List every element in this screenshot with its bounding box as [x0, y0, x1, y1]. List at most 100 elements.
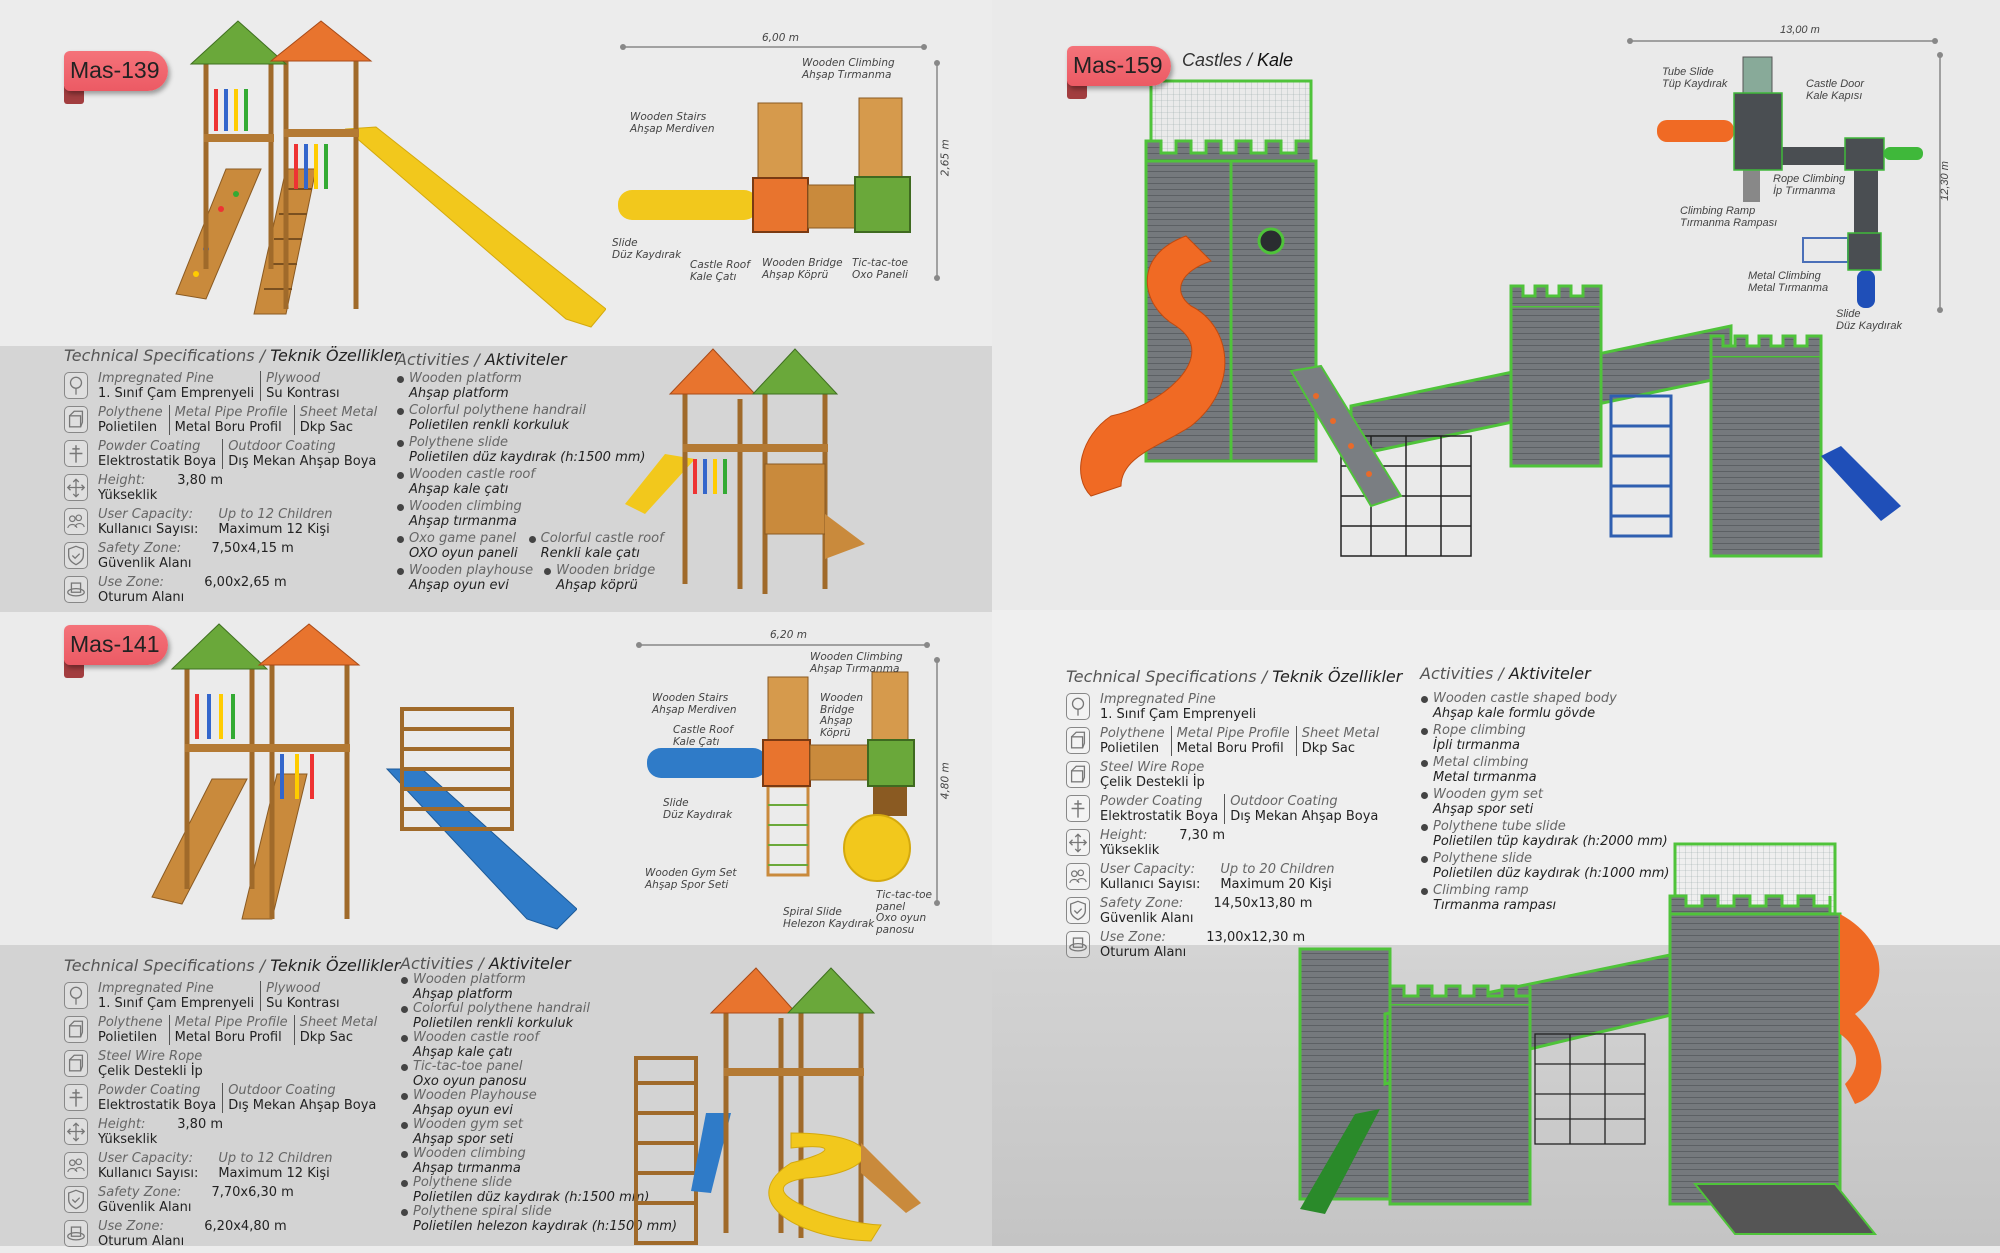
spec-column: User Capacity:Kullanıcı Sayısı: [98, 507, 204, 537]
activities-title-en: Activities / [400, 954, 489, 973]
spec-title-tr: Teknik Özellikler [270, 956, 401, 975]
activities-title-tr: Aktiviteler [488, 954, 571, 973]
spec-label-en: 7,70x6,30 m [211, 1185, 294, 1200]
spec-label-en: Polythene [1100, 726, 1165, 741]
spec-label-en: Up to 20 Children [1220, 862, 1335, 877]
activity-en: Tic-tac-toe panel [413, 1059, 523, 1074]
diagram-label: Wooden Climbing Ahşap Tırmanma [802, 57, 895, 81]
spec-title: Technical Specifications / Teknik Özelli… [1066, 667, 1402, 686]
users-icon [1066, 863, 1090, 890]
spec-title-tr: Teknik Özellikler [1272, 667, 1403, 686]
activity-en: Oxo game panel [409, 531, 517, 546]
users-icon [64, 1152, 88, 1179]
dimension-depth: 12,30 m [1938, 161, 1951, 201]
spec-label-en: User Capacity: [98, 507, 193, 522]
spec-label-tr: Maximum 12 Kişi [218, 522, 330, 537]
diagram-label: Castle Roof Kale Çatı [690, 259, 750, 283]
activity-en: Polythene spiral slide [413, 1204, 552, 1219]
activity-tr: Ahşap köprü [556, 577, 638, 593]
paint-icon [64, 1084, 88, 1111]
diagram-label: Slide Düz Kaydırak [612, 237, 682, 261]
paint-icon [64, 440, 88, 467]
spec-label-en: Steel Wire Rope [98, 1049, 203, 1064]
activity-en: Metal climbing [1433, 755, 1529, 770]
spec-label-en: Polythene [98, 1015, 163, 1030]
spec-label-tr: Kullanıcı Sayısı: [1100, 877, 1201, 892]
diagram-label: Tube Slide Tüp Kaydırak [1662, 66, 1728, 90]
spec-label-tr: Çelik Destekli İp [1100, 775, 1205, 790]
activity-en: Wooden playhouse [409, 563, 534, 578]
users-icon [64, 508, 88, 535]
activity-tr: Polietilen helezon kaydırak (h:1500 mm) [413, 1218, 678, 1234]
activities-title-tr: Aktiviteler [1508, 664, 1591, 683]
spec-label-en: 3,80 m [177, 1117, 224, 1132]
activity-en: Wooden castle roof [413, 1030, 539, 1045]
spec-column: Use Zone:Oturum Alanı [1100, 930, 1192, 960]
spec-label-en: 14,50x13,80 m [1213, 896, 1313, 911]
activity-tr: Polietilen renkli korkuluk [409, 417, 570, 433]
top-view-diagram-mas159: 13,00 m 12,30 m Tube Slide Tüp Kaydırak … [1620, 20, 1960, 340]
spec-label-en: Safety Zone: [1100, 896, 1184, 911]
top-view-diagram-mas139: 6,00 m 2,65 m Wooden Climbing Ahşap Tırm… [612, 32, 952, 292]
activity-en: Wooden climbing [413, 1146, 526, 1161]
spec-label-tr: Oturum Alanı [1100, 945, 1187, 960]
activity-tr: Oxo oyun panosu [413, 1073, 527, 1089]
spec-column: 14,50x13,80 m [1213, 896, 1318, 911]
spec-column: 6,00x2,65 m [204, 575, 292, 590]
spec-label-en: User Capacity: [1100, 862, 1195, 877]
activity-tr: OXO oyun paneli [409, 545, 518, 561]
activity-en: Polythene slide [1433, 851, 1533, 866]
diagram-label: Wooden Climbing Ahşap Tırmanma [810, 651, 903, 675]
spec-column: Use Zone:Oturum Alanı [98, 1219, 190, 1249]
product-category: Castles / Kale [1182, 50, 1293, 71]
spec-label-tr: Dış Mekan Ahşap Boya [1230, 809, 1379, 824]
dimension-width: 6,00 m [762, 32, 799, 44]
diagram-label: Rope Climbing İp Tırmanma [1773, 173, 1846, 197]
activity-tr: Renkli kale çatı [540, 545, 640, 561]
spec-row: Safety Zone:Güvenlik Alanı 14,50x13,80 m [1066, 896, 1385, 926]
activities-title: Activities / Aktiviteler [396, 350, 567, 369]
spec-row: User Capacity:Kullanıcı Sayısı:Up to 12 … [64, 507, 383, 537]
spec-label-tr: 1. Sınıf Çam Emprenyeli [98, 996, 255, 1011]
activity-tr: Ahşap oyun evi [413, 1102, 513, 1118]
spec-column: User Capacity:Kullanıcı Sayısı: [98, 1151, 204, 1181]
activity-en: Wooden platform [413, 972, 526, 987]
spec-column: 7,30 m [1179, 828, 1231, 843]
spec-column: Safety Zone:Güvenlik Alanı [98, 541, 197, 571]
spec-label-en: Safety Zone: [98, 1185, 182, 1200]
shield-icon [64, 542, 88, 569]
spec-label-en: Powder Coating [98, 1083, 201, 1098]
product-render-mas159 [1080, 79, 1901, 558]
spec-label-en: Use Zone: [98, 1219, 164, 1234]
spec-label-tr: Güvenlik Alanı [1100, 911, 1194, 926]
spec-label-tr: Maximum 12 Kişi [218, 1166, 330, 1181]
